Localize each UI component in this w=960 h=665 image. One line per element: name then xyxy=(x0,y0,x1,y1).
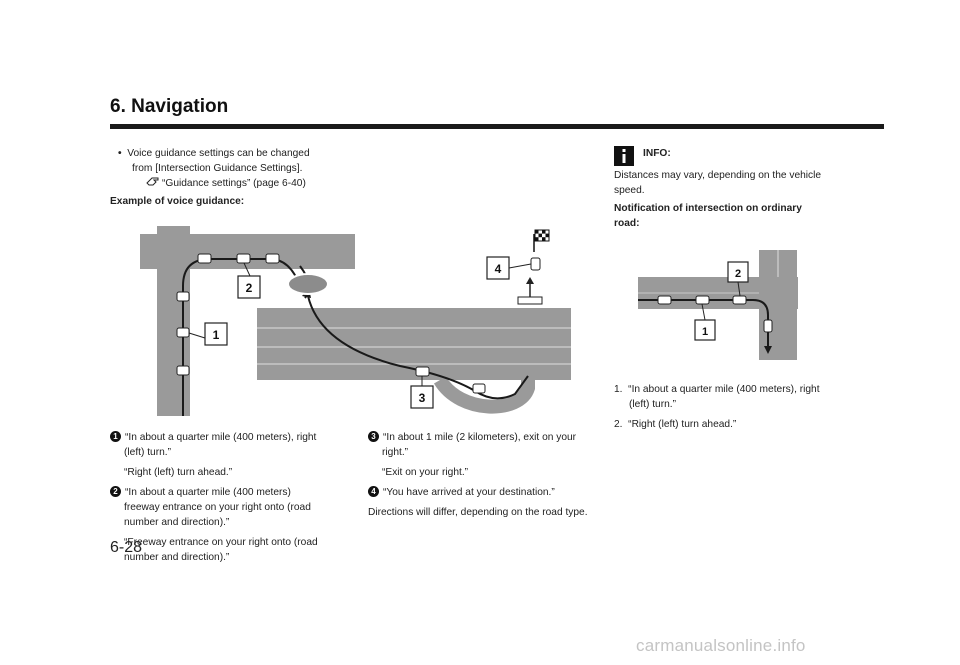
car-icon xyxy=(657,295,672,305)
car-icon xyxy=(732,295,747,305)
item-text: (left) turn.” xyxy=(124,447,171,458)
bullet-voice-guidance: • Voice guidance settings can be changed… xyxy=(118,146,358,191)
item-text: “In about a quarter mile (400 meters), r… xyxy=(628,384,820,395)
checkered-flag-icon xyxy=(533,229,550,252)
car-icon xyxy=(415,366,430,377)
item-text: “Exit on your right.” xyxy=(382,467,469,478)
number-badge: 1 xyxy=(110,431,121,442)
road-type-note: Directions will differ, depending on the… xyxy=(368,507,588,518)
car-icon xyxy=(763,319,773,333)
item-text: “In about a quarter mile (400 meters) xyxy=(125,487,291,498)
number-badge: 4 xyxy=(368,486,379,497)
destination-sign xyxy=(517,296,543,305)
example-heading: Example of voice guidance: xyxy=(110,196,245,207)
info-icon xyxy=(614,146,634,166)
header-rule xyxy=(110,124,884,129)
callout-4: 4 xyxy=(486,256,532,280)
car-icon xyxy=(472,383,486,394)
svg-text:4: 4 xyxy=(495,262,502,276)
intersection-item-2: 2. “Right (left) turn ahead.” xyxy=(614,417,864,432)
bullet-text-line1: Voice guidance settings can be changed xyxy=(127,148,310,159)
car-icon xyxy=(530,257,541,271)
item-text: “You have arrived at your destination.” xyxy=(383,487,555,498)
item-text: (left) turn.” xyxy=(629,399,676,410)
svg-text:2: 2 xyxy=(246,281,253,295)
guide-sign xyxy=(287,273,329,295)
guidance-item-3: 3 “In about 1 mile (2 kilometers), exit o… xyxy=(368,430,608,480)
heading-line: Notification of intersection on ordinary xyxy=(614,203,802,214)
item-text: “Right (left) turn ahead.” xyxy=(628,419,737,430)
route-arrowhead xyxy=(764,346,772,354)
exit-ramp xyxy=(433,375,535,414)
item-text: “In about a quarter mile (400 meters), r… xyxy=(125,432,317,443)
svg-text:1: 1 xyxy=(213,328,220,342)
item-text: “In about 1 mile (2 kilometers), exit on… xyxy=(383,432,577,443)
bullet-text-line2: from [Intersection Guidance Settings]. xyxy=(132,163,303,174)
callout-3: 3 xyxy=(410,376,434,409)
item-text: “Right (left) turn ahead.” xyxy=(124,467,233,478)
reference-text: “Guidance settings” (page 6-40) xyxy=(162,178,306,189)
guidance-item-2: 2 “In about a quarter mile (400 meters) f… xyxy=(110,485,350,565)
car-icon xyxy=(176,365,190,376)
guidance-item-4: 4 “You have arrived at your destination.” xyxy=(368,485,608,500)
chapter-title: 6. Navigation xyxy=(110,96,229,117)
reference-link[interactable]: “Guidance settings” (page 6-40) xyxy=(118,176,358,191)
item-text: freeway entrance on your right onto (roa… xyxy=(124,502,311,513)
middle-guidance-items: 3 “In about 1 mile (2 kilometers), exit o… xyxy=(368,430,608,520)
item-text: number and direction).” xyxy=(124,517,230,528)
intersection-heading: Notification of intersection on ordinary… xyxy=(614,201,864,231)
intersection-diagram: 1 2 xyxy=(638,250,798,360)
watermark: carmanualsonline.info xyxy=(636,636,806,655)
item-number: 1. xyxy=(614,384,623,395)
svg-text:2: 2 xyxy=(735,268,741,280)
bullet-dot: • xyxy=(118,148,122,159)
route-line xyxy=(638,299,769,348)
car-icon xyxy=(176,291,190,302)
freeway-guidance-diagram: 1 2 3 4 xyxy=(140,226,571,416)
intersection-item-1: 1. “In about a quarter mile (400 meters)… xyxy=(614,382,864,412)
car-icon xyxy=(176,327,190,338)
item-number: 2. xyxy=(614,419,623,430)
svg-text:3: 3 xyxy=(419,391,426,405)
item-text: number and direction).” xyxy=(124,552,230,563)
callout-2: 2 xyxy=(727,261,749,297)
intersection-items: 1. “In about a quarter mile (400 meters)… xyxy=(614,382,864,432)
heading-line: road: xyxy=(614,218,640,229)
arrowhead-up xyxy=(526,277,534,284)
car-icon xyxy=(197,253,212,264)
car-icon xyxy=(236,253,251,264)
number-badge: 2 xyxy=(110,486,121,497)
callout-1: 1 xyxy=(188,322,228,346)
guidance-item-1: 1 “In about a quarter mile (400 meters), … xyxy=(110,430,350,480)
page-number: 6-28 xyxy=(110,539,143,556)
left-guidance-items: 1 “In about a quarter mile (400 meters), … xyxy=(110,430,350,565)
item-text: right.” xyxy=(382,447,409,458)
route-line-freeway xyxy=(307,295,529,400)
reference-hand-icon xyxy=(146,177,159,186)
number-badge: 3 xyxy=(368,431,379,442)
info-text: Distances may vary, depending on the veh… xyxy=(614,168,864,198)
car-icon xyxy=(695,295,710,305)
info-label: INFO: xyxy=(643,148,671,159)
callout-2: 2 xyxy=(237,262,261,299)
horizontal-road xyxy=(140,234,355,269)
info-text-line: Distances may vary, depending on the veh… xyxy=(614,170,822,181)
callout-1: 1 xyxy=(694,303,716,341)
item-text: “Freeway entrance on your right onto (ro… xyxy=(124,537,318,548)
info-text-line: speed. xyxy=(614,185,645,196)
car-icon xyxy=(265,253,280,264)
svg-text:1: 1 xyxy=(702,326,708,338)
